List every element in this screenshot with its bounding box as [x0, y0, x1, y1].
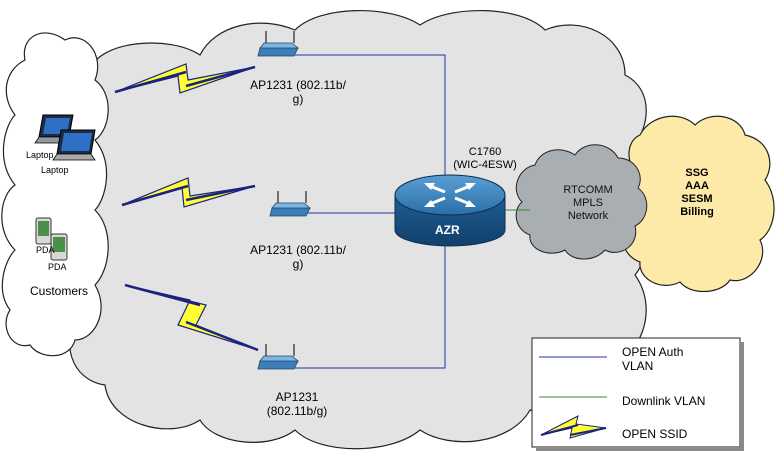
laptop-back-label: Laptop [26, 150, 54, 160]
ap-1-label: AP1231 (802.11b/ g) [243, 78, 353, 106]
ap-1-label-line1: AP1231 (802.11b/ [250, 78, 346, 92]
services-line3: SESM [681, 193, 713, 205]
legend-downlink-label: Downlink VLAN [622, 394, 706, 408]
router-model-line2: (WIC-4ESW) [453, 159, 517, 171]
ssid-lightning-3 [124, 283, 259, 352]
access-point-icon [257, 31, 300, 57]
mpls-line3: Network [567, 210, 609, 222]
ssid-lightning-2 [121, 177, 256, 208]
router-icon [394, 174, 506, 247]
services-line1: SSG [685, 167, 709, 179]
ap-2-label: AP1231 (802.11b/ g) [243, 243, 353, 271]
vlan-links [290, 54, 446, 369]
router-model-line1: C1760 [468, 146, 502, 158]
services-cloud-label: SSG AAA SESM Billing [667, 167, 727, 219]
ap-2-label-line2: g) [292, 257, 304, 271]
mpls-cloud-label: RTCOMM MPLS Network [548, 184, 628, 223]
pda-icon [50, 233, 68, 261]
legend-vlan-label-line2: VLAN [622, 359, 654, 373]
ap-3-label-line2: (802.11b/g) [266, 404, 328, 418]
mpls-line1: RTCOMM [563, 184, 613, 196]
customers-label: Customers [30, 284, 89, 298]
ap-3-label-line1: AP1231 [275, 390, 319, 404]
pda-back-label: PDA [36, 245, 55, 255]
legend-vlan-label-line1: OPEN Auth [622, 345, 684, 359]
ap-1-label-line2: g) [292, 92, 304, 106]
ap-3-label: AP1231 (802.11b/g) [252, 390, 342, 418]
legend-lightning-swatch [540, 415, 607, 439]
services-line2: AAA [685, 180, 709, 192]
pda-icon [35, 217, 52, 245]
mpls-cloud [515, 144, 648, 260]
legend-vlan-label: OPEN Auth VLAN [622, 345, 683, 373]
pda-label: PDA [48, 262, 67, 272]
legend-ssid-label: OPEN SSID [622, 427, 688, 441]
access-point-icon [257, 344, 300, 370]
laptop-icon [52, 129, 96, 161]
router-name: AZR [435, 223, 460, 237]
customer-cloud [1, 32, 109, 357]
ap-2-label-line1: AP1231 (802.11b/ [250, 243, 346, 257]
services-line4: Billing [680, 206, 714, 218]
access-point-icon [269, 191, 312, 217]
router-model-label: C1760 (WIC-4ESW) [445, 146, 525, 172]
laptop-label: Laptop [41, 165, 69, 175]
ssid-lightning-1 [114, 63, 256, 94]
mpls-line2: MPLS [573, 197, 603, 209]
